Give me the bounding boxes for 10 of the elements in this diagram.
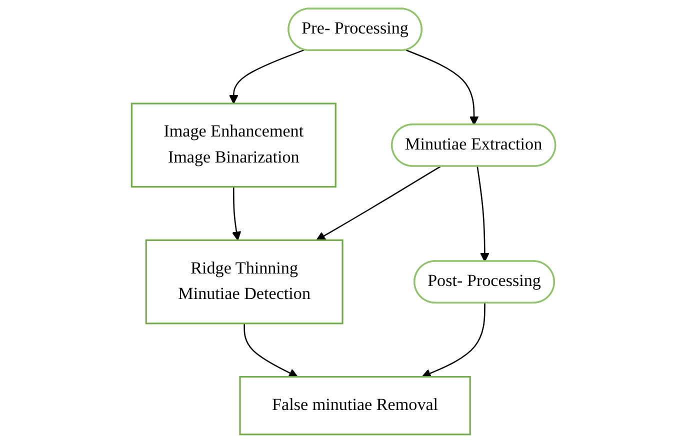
arrow: [232, 186, 242, 241]
node-box: Ridge Thinning Minutiae Detection: [145, 239, 344, 324]
arrow: [476, 166, 490, 262]
node-box: False minutiae Removal: [239, 376, 471, 436]
node-box: Image Enhancement Image Binarization: [130, 102, 336, 188]
arrow: [316, 166, 441, 241]
arrow: [406, 50, 479, 126]
arrow: [228, 49, 305, 104]
arrow: [244, 323, 298, 378]
arrow: [422, 303, 486, 378]
